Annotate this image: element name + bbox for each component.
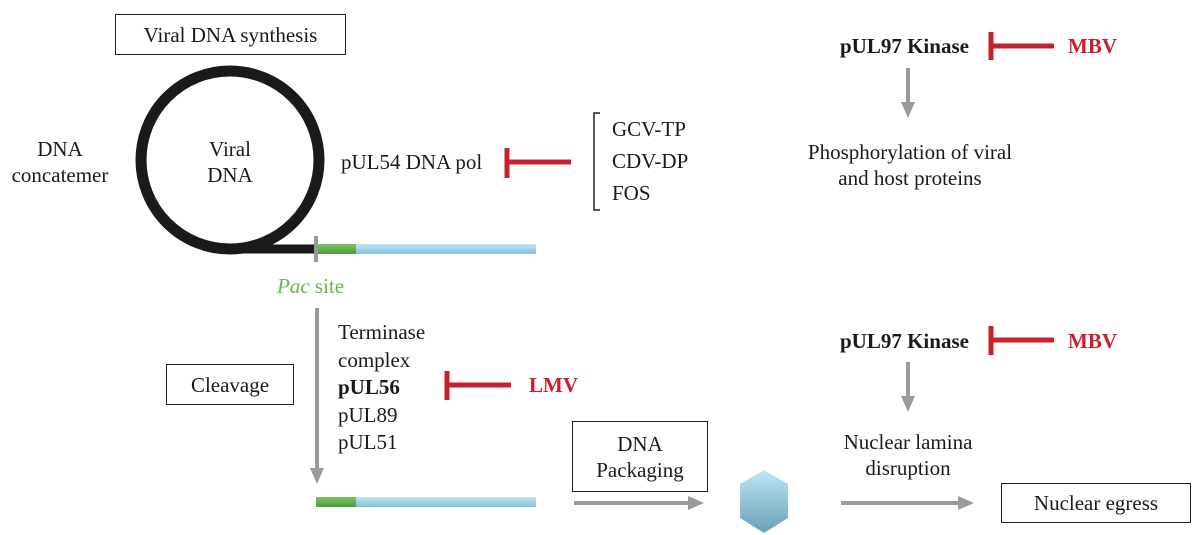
inhibitor-bracket — [593, 112, 600, 211]
pul89-line: pUL89 — [338, 402, 398, 427]
mbv-bottom-label: MBV — [1068, 329, 1117, 353]
nuclear-lamina-label: Nuclear lamina disruption — [843, 430, 973, 480]
inhibitor-gcv-tp: GCV-TP — [612, 117, 686, 141]
cleavage-arrow-icon — [310, 308, 324, 484]
pul97-kinase-top-label: pUL97 Kinase — [840, 34, 969, 58]
mbv-top-label: MBV — [1068, 34, 1117, 58]
pac-site-label: Pac site — [277, 274, 345, 298]
phosphorylation-label: Phosphorylation of viral and host protei… — [807, 140, 1013, 190]
complex-line: complex — [338, 347, 411, 372]
dna-concatemer-label: DNA concatemer — [11, 137, 109, 187]
kinase-top-inhibition-icon — [988, 32, 1054, 60]
dna-packaging-box: DNA Packaging — [572, 421, 708, 492]
inhibitor-cdv-dp: CDV-DP — [612, 149, 689, 173]
capsid-hexagon-icon — [740, 470, 788, 533]
dna-green-segment-top — [316, 244, 356, 254]
packaging-arrow-icon — [574, 496, 704, 510]
terminase-line: Terminase — [338, 320, 426, 344]
kinase-top-arrow-icon — [901, 68, 915, 118]
dna-green-segment-bottom — [316, 497, 356, 507]
cleavage-box: Cleavage — [166, 364, 294, 405]
pol-inhibitor-list: GCV-TP CDV-DP FOS — [612, 113, 688, 209]
nuclear-egress-box: Nuclear egress — [1001, 483, 1191, 523]
pac-site-marker — [314, 236, 318, 262]
lmv-label: LMV — [529, 373, 578, 397]
dna-blue-segment-bottom — [356, 497, 536, 507]
kinase-bottom-arrow-icon — [901, 362, 915, 412]
pul97-kinase-bottom-label: pUL97 Kinase — [840, 329, 969, 353]
terminase-complex-list: Terminase complex pUL56 pUL89 pUL51 — [338, 319, 425, 457]
viral-dna-synthesis-label: Viral DNA synthesis — [143, 22, 318, 47]
viral-dna-label: Viral DNA — [207, 137, 253, 187]
kinase-bottom-inhibition-icon — [988, 326, 1054, 355]
inhibitor-fos: FOS — [612, 181, 651, 205]
pul54-dna-pol-label: pUL54 DNA pol — [341, 150, 483, 174]
viral-dna-synthesis-box: Viral DNA synthesis — [115, 14, 346, 55]
pul51-line: pUL51 — [338, 430, 398, 454]
pol-inhibition-icon — [504, 148, 571, 178]
pul56-line: pUL56 — [338, 375, 400, 399]
dna-blue-segment-top — [356, 244, 536, 254]
lmv-inhibition-icon — [444, 371, 511, 400]
egress-arrow-icon — [841, 496, 974, 510]
